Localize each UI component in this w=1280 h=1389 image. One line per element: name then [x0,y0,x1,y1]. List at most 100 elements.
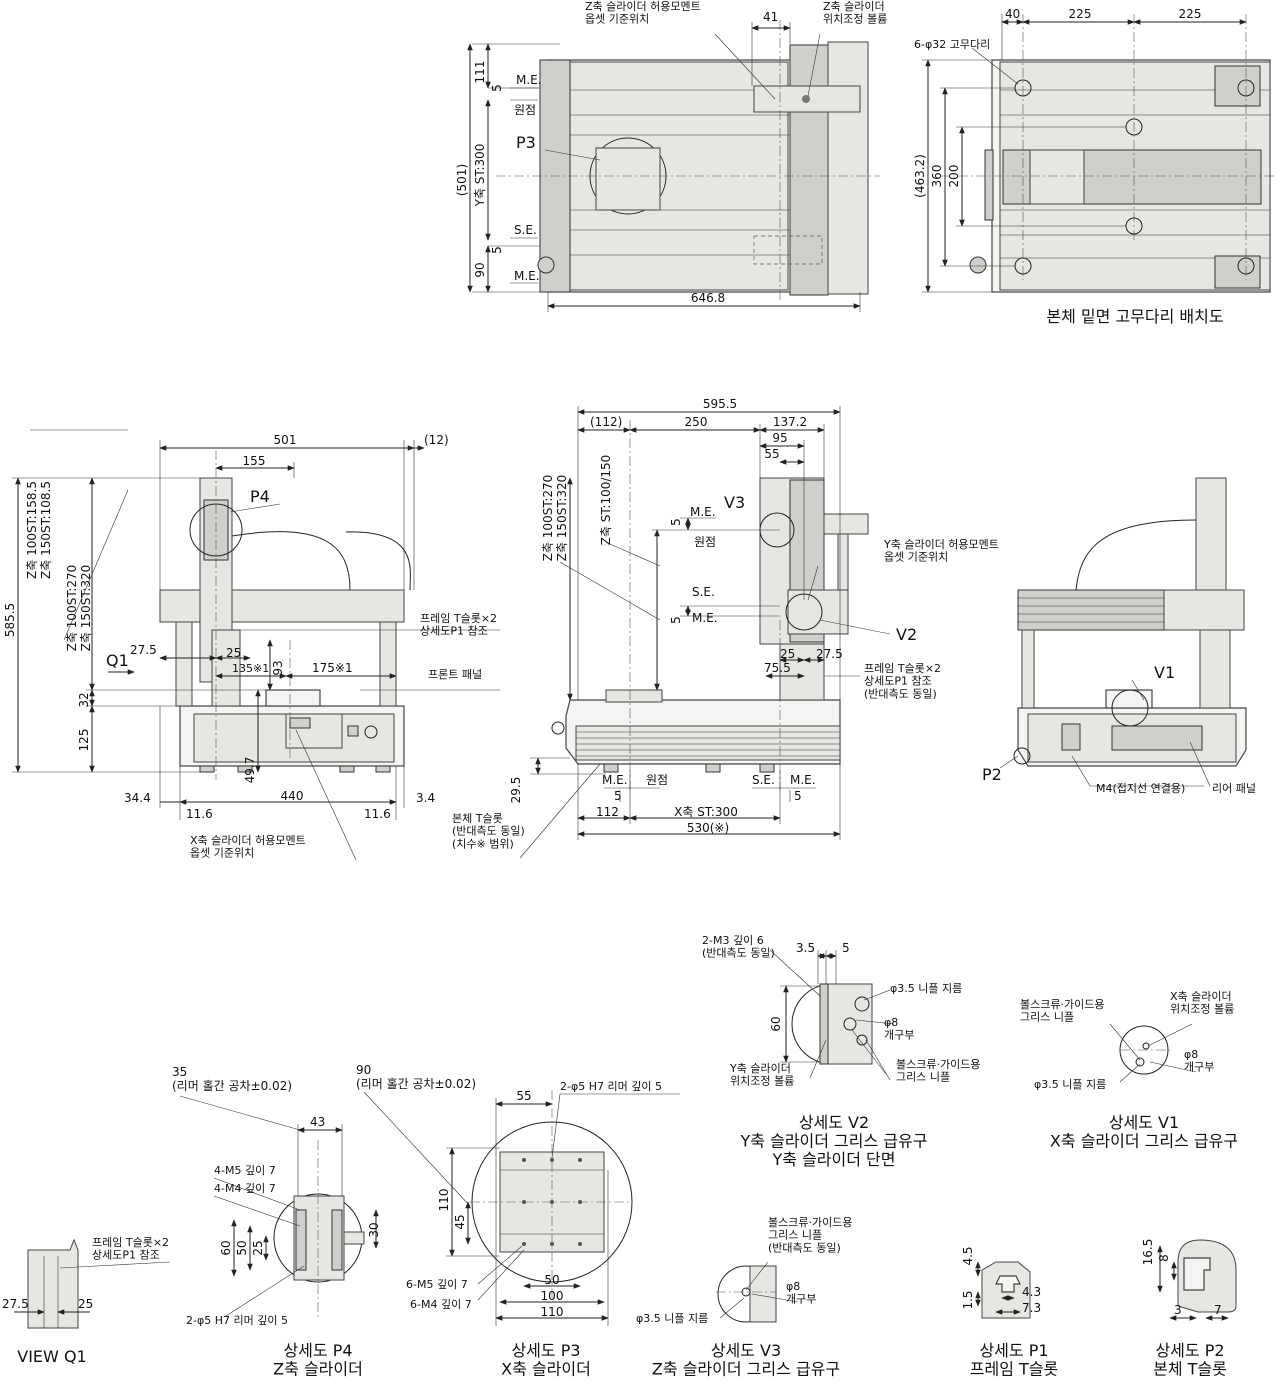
side-dim-95: 95 [772,431,787,445]
v1-nipple: φ3.5 니플 지름 [1034,1078,1106,1091]
dim-5a: 5 [490,84,504,92]
side-dim-530: 530(※) [687,821,729,835]
top-view-dimensions: 111 5 (501) Y축 ST:300 5 90 646.8 41 M.E.… [455,0,887,312]
body-tslot-label: 본체 T슬롯(반대측도 동일)(치수※ 범위) [452,812,525,850]
p3-dim-110v: 110 [437,1189,451,1212]
front-dim-25: 25 [226,646,241,660]
p3-label: P3 [516,133,536,152]
v3-nipple: φ3.5 니플 지름 [636,1312,708,1325]
dim-40: 40 [1005,7,1020,21]
front-dim-34: 3.4 [416,791,435,805]
p1-dim-73: 7.3 [1022,1301,1041,1315]
front-dim-27: 27.5 [130,643,157,657]
p2-dim-7: 7 [1214,1303,1222,1317]
side-v3-label: V3 [724,493,745,512]
front-dim-93: 93 [271,660,285,675]
p3-dim-45: 45 [453,1214,467,1229]
v2-nipple: φ3.5 니플 지름 [890,982,962,995]
p3-dim-100: 100 [541,1289,564,1303]
p3-reamer: 2-φ5 H7 리머 깊이 5 [560,1080,662,1093]
dim-360: 360 [930,165,944,188]
dim-501: (501) [455,164,469,196]
side-zst-label: Z축 ST:100/150 [599,455,613,546]
dim-463: (463.2) [913,154,927,198]
side-me1-label: M.E. [690,505,716,519]
side-v2-label: V2 [896,625,917,644]
side-dim-27: 27.5 [816,647,843,661]
feet-label: 6-φ32 고무다리 [914,38,990,51]
p3-dim-50: 50 [544,1273,559,1287]
p4-dim-60: 60 [219,1240,233,1255]
p3-dim-55: 55 [516,1089,531,1103]
p4-reamer: 2-φ5 H7 리머 깊이 5 [186,1314,288,1327]
side-dim-5b: 5 [669,616,683,624]
p1-dim-15: 1.5 [961,1290,975,1309]
front-z-upper: Z축 100ST:158.5Z축 150ST:108.5 [25,481,53,579]
side-xst-label: X축 ST:300 [674,805,738,819]
side-view [551,420,869,790]
dim-111: 111 [473,61,487,84]
side-me3-label: M.E. [602,773,628,787]
front-dim-125: 125 [77,729,91,752]
front-dim-49: 49.7 [243,757,257,784]
side-view-dimensions: 595.5 (112) 250 137.2 95 55 Z축 100ST:270… [452,397,999,859]
p2-dim-3: 3 [1174,1303,1182,1317]
side-dim-29: 29.5 [509,777,523,804]
rear-m4-label: M4(접지선 연결용) [1096,782,1185,795]
dim-41: 41 [763,10,778,24]
front-dim-155: 155 [243,454,266,468]
bottom-feet-view [940,14,1275,293]
side-dim-112b: 112 [596,805,619,819]
p4-m4: 4-M4 깊이 7 [214,1182,276,1195]
v2-dim-5: 5 [842,941,850,955]
q1-dim-25: 25 [78,1297,93,1311]
p4-dim-35: 35(리머 홀간 공차±0.02) [172,1065,292,1093]
front-dim-440: 440 [281,789,304,803]
q1-dim-27: 27.5 [2,1297,29,1311]
detail-p3: 90(리머 홀간 공차±0.02) 2-φ5 H7 리머 깊이 5 55 110… [356,1063,680,1378]
dim-646: 646.8 [691,291,725,305]
side-dim-5d: 5 [794,789,802,803]
front-view [159,450,411,780]
v2-dim-60: 60 [769,1016,783,1031]
v2-dim-35: 3.5 [796,941,815,955]
front-dim-32: 32 [77,692,91,707]
p4-dim-43: 43 [310,1115,325,1129]
side-dim-55: 55 [764,447,779,461]
p4-dim-30: 30 [367,1222,381,1237]
v2-m3: 2-M3 깊이 6(반대측도 동일) [702,934,775,960]
rear-view [1013,477,1247,767]
dim-200: 200 [947,165,961,188]
dim-5b: 5 [490,246,504,254]
detail-v2: 2-M3 깊이 6(반대측도 동일) 3.5 5 60 φ3.5 니플 지름 φ… [702,934,980,1169]
front-dim-116a: 11.6 [186,807,213,821]
front-dim-12: (12) [424,433,449,447]
origin-label: 원점 [514,103,536,117]
side-me4-label: M.E. [790,773,816,787]
front-dim-344: 34.4 [124,791,151,805]
front-p4-label: P4 [250,487,270,506]
p3-m5: 6-M5 깊이 7 [406,1278,468,1291]
side-dim-5a: 5 [669,518,683,526]
front-panel-label: 프론트 패널 [428,668,482,681]
front-z-lower: Z축 100ST:270Z축 150ST:320 [65,565,93,652]
front-dim-175: 175※1 [312,661,353,675]
p3-m4: 6-M4 깊이 7 [410,1298,472,1311]
p3-dim-90: 90(리머 홀간 공차±0.02) [356,1063,476,1091]
